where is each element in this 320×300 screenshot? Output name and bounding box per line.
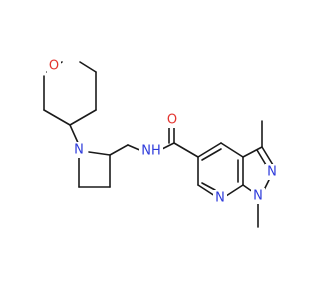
bond (79, 61, 97, 73)
label-background (265, 164, 279, 180)
structure-drawing: O N NH O N N N (43, 57, 279, 228)
label-background (165, 112, 179, 128)
label-background (72, 142, 86, 158)
bond (197, 184, 216, 197)
molecule-canvas: O N NH O N N N (43, 57, 279, 228)
bond (220, 142, 244, 158)
atom-n-pyrazole-1: N (253, 189, 263, 204)
bond (173, 142, 199, 158)
label-background (213, 190, 227, 206)
atom-n-pyridine: N (215, 191, 225, 206)
atom-o-carbonyl: O (167, 113, 177, 128)
atom-n-pyrazole-2: N (267, 165, 277, 180)
atom-o-pyran: O (49, 59, 59, 74)
bond (88, 151, 111, 156)
label-background (251, 188, 265, 204)
bond (225, 184, 244, 197)
bond (197, 142, 222, 158)
bond (43, 109, 71, 126)
bond (242, 146, 263, 158)
atom-n-azetidine: N (74, 143, 84, 158)
label-background (139, 143, 163, 159)
bond (256, 149, 267, 166)
bond (261, 146, 274, 166)
bond (69, 109, 97, 126)
bond (69, 124, 80, 146)
bond (201, 182, 216, 191)
atom-nh-amide: NH (141, 144, 161, 159)
label-background (47, 57, 61, 73)
bond (201, 148, 222, 161)
bond (109, 144, 129, 156)
